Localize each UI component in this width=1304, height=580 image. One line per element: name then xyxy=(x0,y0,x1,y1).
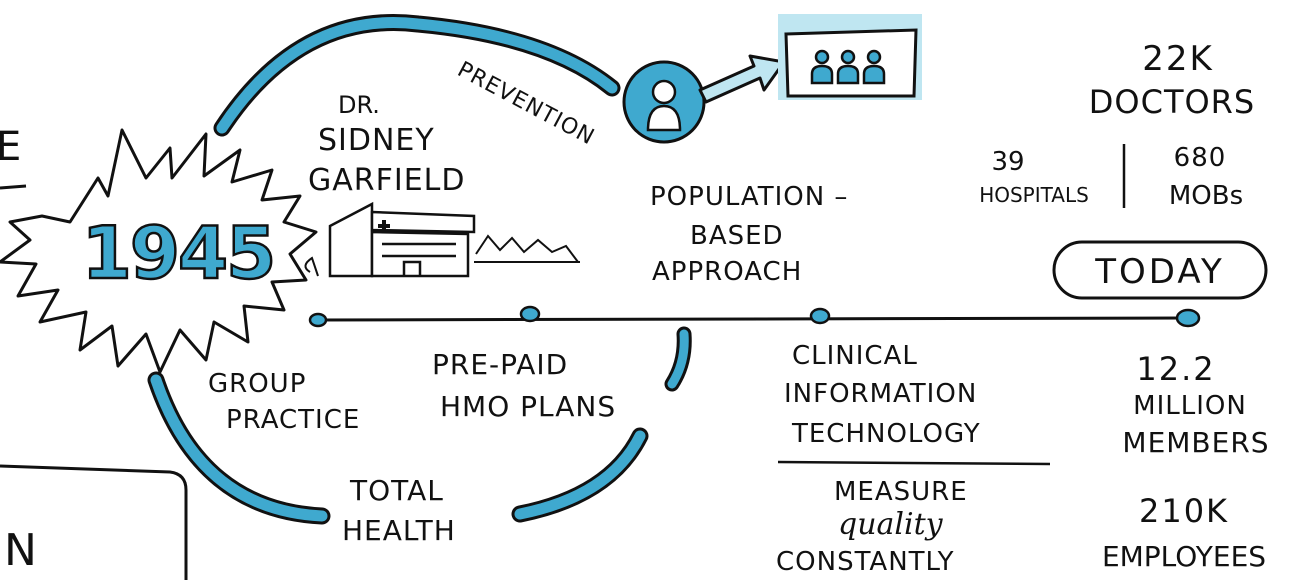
population-line-3: APPROACH xyxy=(652,257,802,287)
total-health-line-1: TOTAL xyxy=(349,474,444,507)
edge-letter-bottom: N xyxy=(4,525,37,576)
cycle-arc-right-fill xyxy=(667,329,689,389)
group-practice-line-1: GROUP xyxy=(208,369,306,399)
employees-count: 210K xyxy=(1139,492,1229,530)
founder-last-name: GARFIELD xyxy=(308,163,466,198)
group-practice-line-2: PRACTICE xyxy=(226,405,360,435)
measure-line-3: CONSTANTLY xyxy=(776,547,954,577)
building-icon xyxy=(304,201,580,278)
timeline-node-clinical xyxy=(809,307,831,325)
hospitals-count: 39 xyxy=(991,147,1024,177)
timeline-node-today xyxy=(1175,308,1201,328)
today-label: TODAY xyxy=(1094,252,1225,292)
prepaid-line-2: HMO PLANS xyxy=(440,390,616,423)
doctors-label: DOCTORS xyxy=(1089,83,1255,121)
cycle-arc-bottom-fill xyxy=(514,430,646,520)
population-line-2: BASED xyxy=(690,221,784,251)
clinical-line-2: INFORMATION xyxy=(784,379,977,409)
today-badge xyxy=(1052,240,1268,300)
edge-stroke xyxy=(0,184,27,190)
mobs-label: MOBs xyxy=(1169,181,1243,211)
edge-letter-top: E xyxy=(0,124,21,170)
clinical-line-1: CLINICAL xyxy=(792,341,918,371)
measure-line-1: MEASURE xyxy=(834,477,968,507)
measure-line-2: quality xyxy=(838,507,944,542)
total-health-line-2: HEALTH xyxy=(342,514,456,547)
person-icon xyxy=(622,60,706,144)
mobs-count: 680 xyxy=(1174,143,1227,173)
measure-divider xyxy=(777,460,1051,466)
arrow-icon xyxy=(698,54,786,104)
population-line-1: POPULATION – xyxy=(650,182,848,212)
members-label: MEMBERS xyxy=(1122,426,1269,459)
founder-first-name: SIDNEY xyxy=(318,123,435,158)
prepaid-line-1: PRE-PAID xyxy=(432,348,568,381)
cycle-arc-left-fill xyxy=(150,374,328,522)
timeline-axis xyxy=(317,316,1187,322)
members-unit: MILLION xyxy=(1133,391,1247,421)
year-label: 1945 xyxy=(82,211,274,295)
doctors-count: 22K xyxy=(1142,39,1214,79)
clinical-line-3: TECHNOLOGY xyxy=(791,419,981,449)
cycle-arc-top-fill xyxy=(216,17,618,134)
edge-box xyxy=(0,464,188,580)
employees-label: EMPLOYEES xyxy=(1102,540,1266,573)
timeline-node-1945 xyxy=(308,312,328,328)
members-count: 12.2 xyxy=(1136,350,1215,388)
timeline-node-prepaid xyxy=(519,305,541,323)
starburst-icon xyxy=(0,128,318,374)
founder-title: DR. xyxy=(338,91,380,119)
hospitals-label: HOSPITALS xyxy=(979,183,1089,207)
group-icon xyxy=(778,14,922,100)
cycle-arc-bottom xyxy=(511,427,649,523)
